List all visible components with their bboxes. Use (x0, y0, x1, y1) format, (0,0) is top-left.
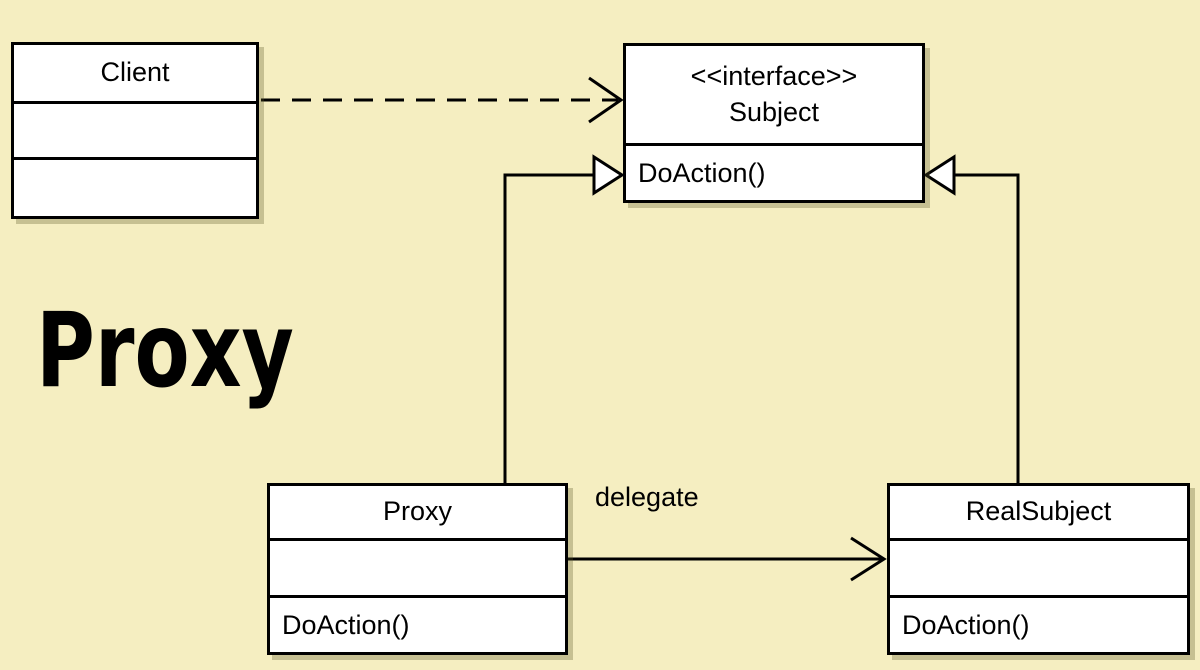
association-arrow-proxy-to-realsubject (568, 536, 887, 582)
client-class-name: Client (14, 45, 256, 101)
hollow-triangle-arrowhead (923, 154, 956, 196)
proxy-method-label: DoAction() (282, 609, 410, 640)
delegate-edge-label: delegate (595, 482, 699, 512)
subject-methods-compartment: DoAction() (626, 143, 922, 200)
subject-title-compartment: <<interface>> Subject (626, 46, 922, 143)
proxy-title-compartment: Proxy (270, 486, 565, 538)
realsubject-name-label: RealSubject (965, 496, 1112, 527)
hollow-triangle-arrowhead (592, 154, 625, 196)
client-methods-compartment (14, 157, 256, 216)
client-attributes-compartment (14, 101, 256, 157)
proxy-methods-compartment: DoAction() (270, 595, 565, 652)
interface-box-subject: <<interface>> Subject DoAction() (623, 43, 925, 203)
client-name-label: Client (100, 57, 170, 88)
realization-connector-proxy-to-subject (503, 154, 625, 483)
realsubject-attributes-compartment (890, 538, 1187, 595)
subject-method-label: DoAction() (638, 157, 766, 188)
proxy-name-label: Proxy (382, 496, 453, 527)
realsubject-method-label: DoAction() (902, 609, 1030, 640)
realsubject-title-compartment: RealSubject (890, 486, 1187, 538)
subject-name-label: Subject (728, 96, 820, 127)
class-box-client: Client (11, 42, 259, 219)
dependency-arrow-client-to-subject (261, 76, 624, 124)
subject-stereotype-label: <<interface>> (690, 60, 858, 91)
realsubject-methods-compartment: DoAction() (890, 595, 1187, 652)
class-box-realsubject: RealSubject DoAction() (887, 483, 1190, 655)
proxy-attributes-compartment (270, 538, 565, 595)
realization-connector-realsubject-to-subject (923, 154, 1020, 483)
class-box-proxy: Proxy DoAction() (267, 483, 568, 655)
diagram-title: Proxy (36, 291, 294, 411)
